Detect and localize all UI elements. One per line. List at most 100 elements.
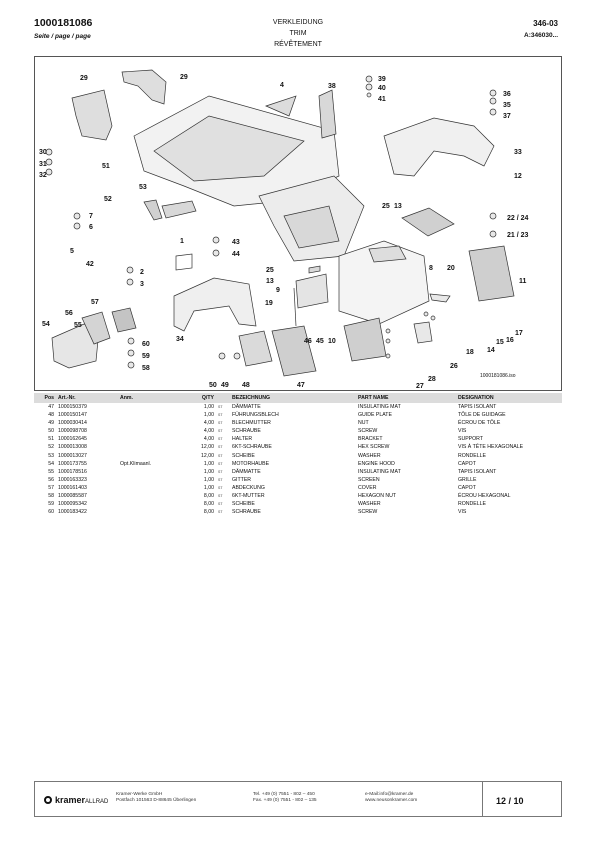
cell-designation: CAPOT [458, 484, 476, 491]
kramer-logo: kramerALLRAD [44, 795, 108, 805]
title-english: TRIM [289, 30, 307, 37]
svg-text:1: 1 [180, 238, 184, 245]
header-remark: Anm. [118, 393, 184, 403]
svg-text:46: 46 [304, 338, 312, 345]
cell-unit: ST [218, 421, 223, 426]
title-german: VERKLEIDUNG [272, 19, 324, 26]
svg-text:30: 30 [39, 149, 47, 156]
header-bezeichnung: BEZEICHNUNG [230, 393, 356, 403]
svg-text:11: 11 [519, 278, 527, 285]
cell-pos: 47 [48, 404, 54, 410]
fax-number: Fax. +49 (0) 7551 - 802 – 135 [253, 798, 317, 803]
cell-bezeichnung: SCHEIBE [232, 501, 255, 508]
svg-text:44: 44 [232, 251, 240, 258]
cell-bezeichnung: ABDECKUNG [232, 484, 265, 491]
page-code: 346-03 [533, 19, 558, 28]
cell-designation: ÉCROU HEXAGONAL [458, 493, 511, 500]
document-number: 1000181086 [34, 17, 93, 29]
cell-part-name: WASHER [358, 501, 381, 508]
cell-unit: ST [218, 445, 223, 450]
svg-text:13: 13 [394, 203, 402, 210]
cell-quantity: 4,00 [203, 428, 214, 435]
header-pos: Pos [34, 393, 56, 403]
svg-text:42: 42 [86, 261, 94, 268]
svg-text:60: 60 [142, 341, 150, 348]
cell-part-name: NUT [358, 420, 369, 427]
exploded-view-frame [34, 56, 562, 391]
svg-text:28: 28 [428, 376, 436, 383]
svg-text:20: 20 [447, 265, 455, 272]
svg-text:40: 40 [378, 85, 386, 92]
svg-text:7: 7 [89, 213, 93, 220]
cell-pos: 57 [48, 484, 54, 491]
svg-text:43: 43 [232, 239, 240, 246]
cell-quantity: 8,00 [203, 509, 214, 516]
cell-article-number: 1000150147 [58, 412, 87, 419]
cell-article-number: 1000150379 [58, 404, 87, 410]
header-quantity: Q/TY [184, 393, 216, 403]
cell-designation: GRILLE [458, 476, 477, 483]
page-number: 12 / 10 [496, 796, 524, 806]
svg-text:56: 56 [65, 310, 73, 317]
email-address: e-Mail:info@kramer.de [365, 792, 414, 797]
company-name: Kramer-Werke GmbH [116, 792, 163, 797]
cell-part-name: HEX SCREW [358, 444, 390, 451]
cell-article-number: 1000161403 [58, 484, 87, 491]
svg-text:17: 17 [515, 330, 523, 337]
cell-unit: ST [218, 494, 223, 499]
cell-unit: ST [218, 429, 223, 434]
cell-quantity: 1,00 [203, 460, 214, 467]
cell-designation: TAPIS ISOLANT [458, 468, 497, 475]
cell-quantity: 1,00 [203, 484, 214, 491]
cell-bezeichnung: MOTORHAUBE [232, 460, 270, 467]
cell-article-number: 1000098708 [58, 428, 87, 435]
cell-pos: 50 [48, 428, 54, 435]
svg-text:53: 53 [139, 184, 147, 191]
page-reference: A:346030... [524, 32, 558, 39]
exploded-view-diagram: 29 29 4 38 39 40 41 36 35 37 30 31 32 51… [39, 69, 529, 390]
header-article-number: Art.-Nr. [56, 393, 118, 403]
cell-quantity: 12,00 [201, 452, 214, 459]
cell-unit: ST [218, 477, 223, 482]
cell-pos: 52 [48, 444, 54, 451]
cell-quantity: 1,00 [203, 412, 214, 419]
svg-text:38: 38 [328, 83, 336, 90]
cell-remark [118, 468, 184, 476]
cell-remark [118, 452, 184, 460]
logo-mark-icon [44, 796, 52, 804]
svg-text:22 / 24: 22 / 24 [507, 215, 529, 222]
svg-text:50: 50 [209, 382, 217, 389]
cell-article-number: 1000030414 [58, 420, 87, 427]
company-phone: Tel. +49 (0) 7551 - 802 – 450 Fax. +49 (… [253, 792, 317, 804]
cell-part-name: WASHER [358, 452, 381, 459]
cell-pos: 58 [48, 493, 54, 500]
cell-quantity: 8,00 [203, 501, 214, 508]
svg-text:37: 37 [503, 113, 511, 120]
svg-text:59: 59 [142, 353, 150, 360]
cell-bezeichnung: BLECHMUTTER [232, 420, 271, 427]
cell-pos: 59 [48, 501, 54, 508]
logo-main-text: kramer [55, 795, 86, 805]
cell-unit: ST [218, 510, 223, 515]
cell-designation: VIS [458, 509, 467, 516]
cell-remark: Opt.Klimaanl. [120, 460, 152, 467]
cell-quantity: 12,00 [201, 444, 214, 451]
footer-divider [482, 781, 483, 817]
part-drawings [45, 69, 515, 377]
svg-text:51: 51 [102, 163, 110, 170]
cell-bezeichnung: DÄMMATTE [232, 404, 261, 410]
cell-part-name: INSULATING MAT [358, 404, 401, 410]
cell-pos: 55 [48, 468, 54, 475]
svg-text:45: 45 [316, 338, 324, 345]
cell-quantity: 1,00 [203, 476, 214, 483]
cell-designation: VIS [458, 428, 467, 435]
cell-article-number: 1000178516 [58, 468, 87, 475]
logo-sub-text: ALLRAD [85, 799, 109, 805]
svg-text:36: 36 [503, 91, 511, 98]
company-contact: e-Mail:info@kramer.de www.neusonkramer.c… [365, 792, 417, 804]
